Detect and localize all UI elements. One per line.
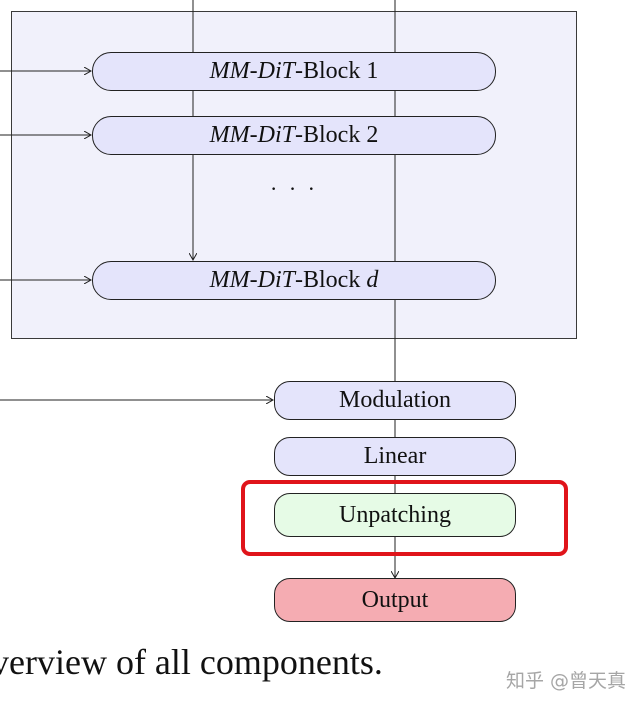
mm-dit-block-1: MM-DiT-Block 1 [92, 52, 496, 91]
block-d-name: MM-DiT [209, 267, 295, 293]
output-node: Output [274, 578, 516, 622]
block-d-index: d [366, 267, 379, 293]
block-1-name: MM-DiT [209, 58, 295, 84]
figure-caption: verview of all components. [0, 642, 383, 682]
block-d-suffix: -Block [295, 267, 367, 293]
modulation-node: Modulation [274, 381, 516, 420]
unpatching-node: Unpatching [274, 493, 516, 537]
linear-node: Linear [274, 437, 516, 476]
mm-dit-block-2: MM-DiT-Block 2 [92, 116, 496, 155]
watermark: 知乎 @曾天真 [506, 670, 627, 692]
ellipsis: · · · [270, 176, 318, 201]
block-2-suffix: -Block 2 [295, 122, 379, 148]
mm-dit-block-d: MM-DiT-Block d [92, 261, 496, 300]
block-1-suffix: -Block 1 [295, 58, 379, 84]
unpatching-highlight-box [241, 480, 568, 556]
block-2-name: MM-DiT [209, 122, 295, 148]
